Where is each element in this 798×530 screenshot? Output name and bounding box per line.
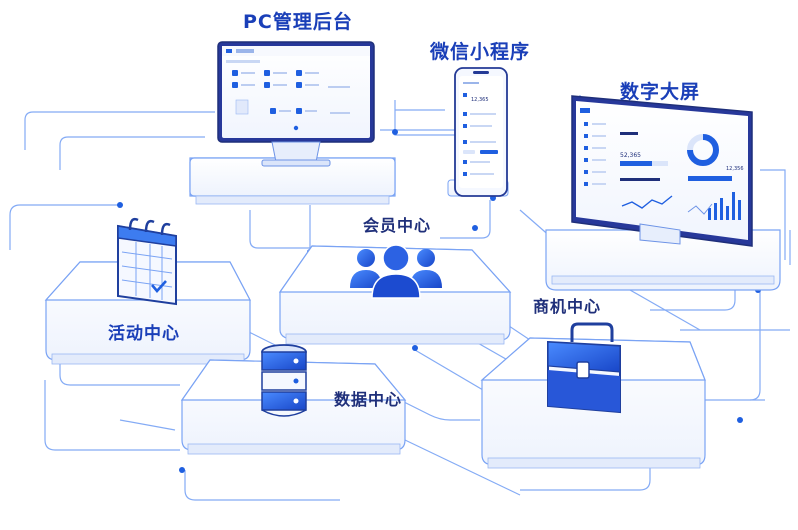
activity-center-label: 活动中心 [108, 324, 180, 344]
people-group-icon [350, 244, 442, 299]
business-center-label: 商机中心 [533, 297, 602, 316]
pc-admin-label: PC管理后台 [243, 11, 353, 33]
phone-stat-text: 12,365 [471, 97, 489, 103]
mini-program-label: 微信小程序 [430, 41, 531, 63]
mini-program-group: 12,365 [447, 67, 509, 197]
pc-admin-group [189, 41, 396, 205]
calendar-icon [117, 217, 177, 306]
activity-center-group [44, 217, 251, 365]
big-screen-group: 52,365 12,356 [545, 95, 781, 291]
member-center-group [278, 244, 512, 345]
big-screen-stat-text-2: 12,356 [726, 166, 744, 172]
business-center-group [480, 322, 706, 469]
data-center-label: 数据中心 [334, 390, 403, 409]
briefcase-icon [547, 322, 621, 414]
data-center-group [180, 344, 407, 455]
database-icon [261, 344, 307, 417]
big-screen-stat-text: 52,365 [620, 152, 641, 159]
big-screen-label: 数字大屏 [620, 81, 701, 103]
member-center-label: 会员中心 [363, 216, 432, 235]
